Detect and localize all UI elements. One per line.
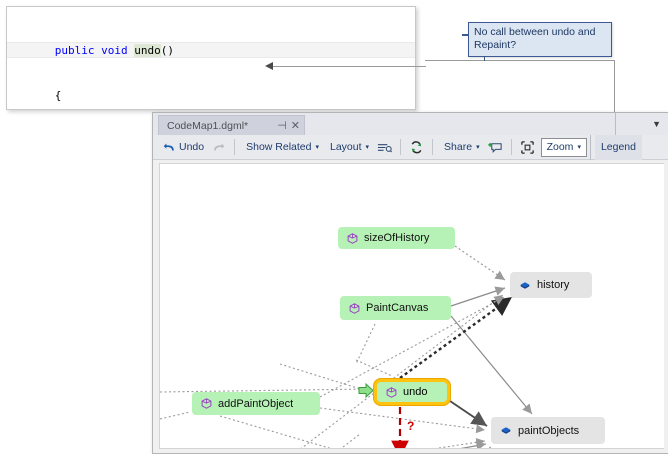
callout-leader-line: [272, 66, 426, 67]
node-label: PaintCanvas: [366, 302, 429, 314]
chevron-down-icon: ▾: [315, 143, 319, 151]
pin-icon[interactable]: ⊣: [277, 120, 287, 132]
add-comment-icon: [487, 142, 502, 153]
filter-links-icon: [377, 143, 393, 152]
edge-addPaintObject-history: [319, 296, 505, 398]
toolbar-divider: [234, 139, 236, 155]
edge-stub-undo-top: [355, 359, 393, 377]
node-label: undo: [403, 386, 428, 398]
graph-node-PaintCanvas[interactable]: PaintCanvas: [340, 296, 451, 320]
graph-node-undo[interactable]: undo: [374, 379, 450, 405]
edge-stub-paintcanvas-down: [355, 323, 376, 365]
legend-label: Legend: [600, 141, 636, 153]
tab-strip: CodeMap1.dgml* ⊣ ✕ ▼: [153, 113, 668, 136]
redo-icon: [214, 143, 225, 151]
zoom-label: Zoom: [546, 141, 574, 153]
edge-stub-undo-left: [279, 363, 371, 393]
undo-button[interactable]: Undo: [158, 137, 208, 158]
edge-offscreen-undo: [160, 388, 369, 393]
field-icon: [519, 280, 531, 291]
chevron-down-icon: ▾: [365, 143, 370, 151]
layout-label: Layout: [330, 141, 362, 153]
callout-pointer: [462, 34, 470, 36]
graph-node-history[interactable]: history: [510, 272, 592, 298]
selected-token: undo: [134, 44, 161, 57]
toolbar-divider: [400, 139, 402, 155]
codemap-canvas[interactable]: sizeOfHistory history PaintCanvas: [159, 163, 664, 449]
edge-undo-paintObjects: [449, 400, 488, 427]
chevron-down-icon: ▾: [476, 143, 480, 151]
chevron-down-icon[interactable]: ▼: [652, 119, 661, 129]
edge-stub-repaint-top: [342, 433, 361, 448]
zoom-control[interactable]: Zoom ▾: [540, 137, 587, 157]
fit-to-screen-button[interactable]: [516, 137, 539, 158]
codemap-toolbar: Undo Show Related ▾ Layout ▾: [153, 134, 668, 160]
graph-edges: [160, 245, 533, 448]
node-label: history: [537, 279, 570, 291]
edge-offscreen-addPaintObject: [160, 411, 191, 420]
close-icon[interactable]: ✕: [290, 120, 300, 132]
edge-paintObjects-Repaint: [487, 446, 492, 448]
toolbar-divider: [432, 139, 434, 155]
method-icon: [347, 232, 358, 244]
code-editor-window: public void undo() { paintObjects = hist…: [6, 6, 416, 110]
toolbar-divider: [510, 139, 512, 155]
edge-clear-paintObjects: [435, 437, 486, 448]
code-text[interactable]: public void undo() { paintObjects = hist…: [7, 12, 415, 109]
show-related-label: Show Related: [246, 141, 312, 153]
missing-call-question-mark: ?: [407, 419, 415, 433]
entry-point-arrow-icon: [358, 383, 374, 398]
node-label: paintObjects: [518, 424, 580, 437]
show-related-button[interactable]: Show Related ▾: [239, 137, 323, 158]
annotation-callout[interactable]: No call between undo and Repaint?: [468, 22, 612, 57]
method-icon: [201, 398, 212, 409]
node-label: sizeOfHistory: [364, 232, 430, 244]
edge-sizeOfHistory-history: [454, 245, 506, 281]
edge-Repaint-paintObjects: [460, 440, 487, 448]
edge-PaintCanvas-history: [450, 286, 506, 307]
tab-strip-divider: [615, 113, 616, 135]
filter-links-button[interactable]: [373, 137, 396, 158]
method-icon: [386, 386, 397, 398]
codemap-window: CodeMap1.dgml* ⊣ ✕ ▼ Undo Show Related ▾…: [152, 112, 668, 454]
refresh-button[interactable]: [405, 137, 428, 158]
edge-addPaintObject-paintObjects: [319, 407, 486, 434]
code-line: {: [15, 89, 62, 102]
share-label: Share: [444, 141, 473, 153]
graph-node-sizeOfHistory[interactable]: sizeOfHistory: [338, 227, 455, 249]
toolbar-divider: [589, 134, 591, 160]
graph-node-addPaintObject[interactable]: addPaintObject: [192, 392, 320, 415]
fit-to-screen-icon: [520, 140, 534, 154]
method-icon: [349, 302, 360, 314]
undo-icon: [163, 143, 174, 151]
layout-button[interactable]: Layout ▾: [323, 137, 373, 158]
legend-button[interactable]: Legend: [594, 134, 642, 160]
redo-button[interactable]: [208, 137, 230, 158]
edge-clear-history: [300, 294, 504, 448]
edge-undo-history: [399, 296, 513, 379]
edge-addPaintObject-Repaint: [219, 415, 332, 448]
add-comment-button[interactable]: [484, 137, 507, 158]
edge-PaintCanvas-paintObjects: [450, 315, 533, 415]
chevron-down-icon: ▾: [577, 143, 581, 151]
refresh-icon: [411, 140, 422, 153]
node-label: addPaintObject: [218, 397, 294, 410]
graph-node-paintObjects[interactable]: paintObjects: [491, 417, 605, 444]
undo-label: Undo: [179, 141, 205, 153]
share-button[interactable]: Share ▾: [437, 137, 484, 158]
tab-label: CodeMap1.dgml*: [167, 119, 249, 132]
tab-codemap1[interactable]: CodeMap1.dgml* ⊣ ✕: [158, 115, 305, 135]
code-line: public void undo(): [7, 42, 415, 58]
callout-leader-arrowhead: [265, 62, 273, 70]
field-icon: [500, 425, 512, 436]
callout-leader-box-top: [425, 60, 615, 61]
